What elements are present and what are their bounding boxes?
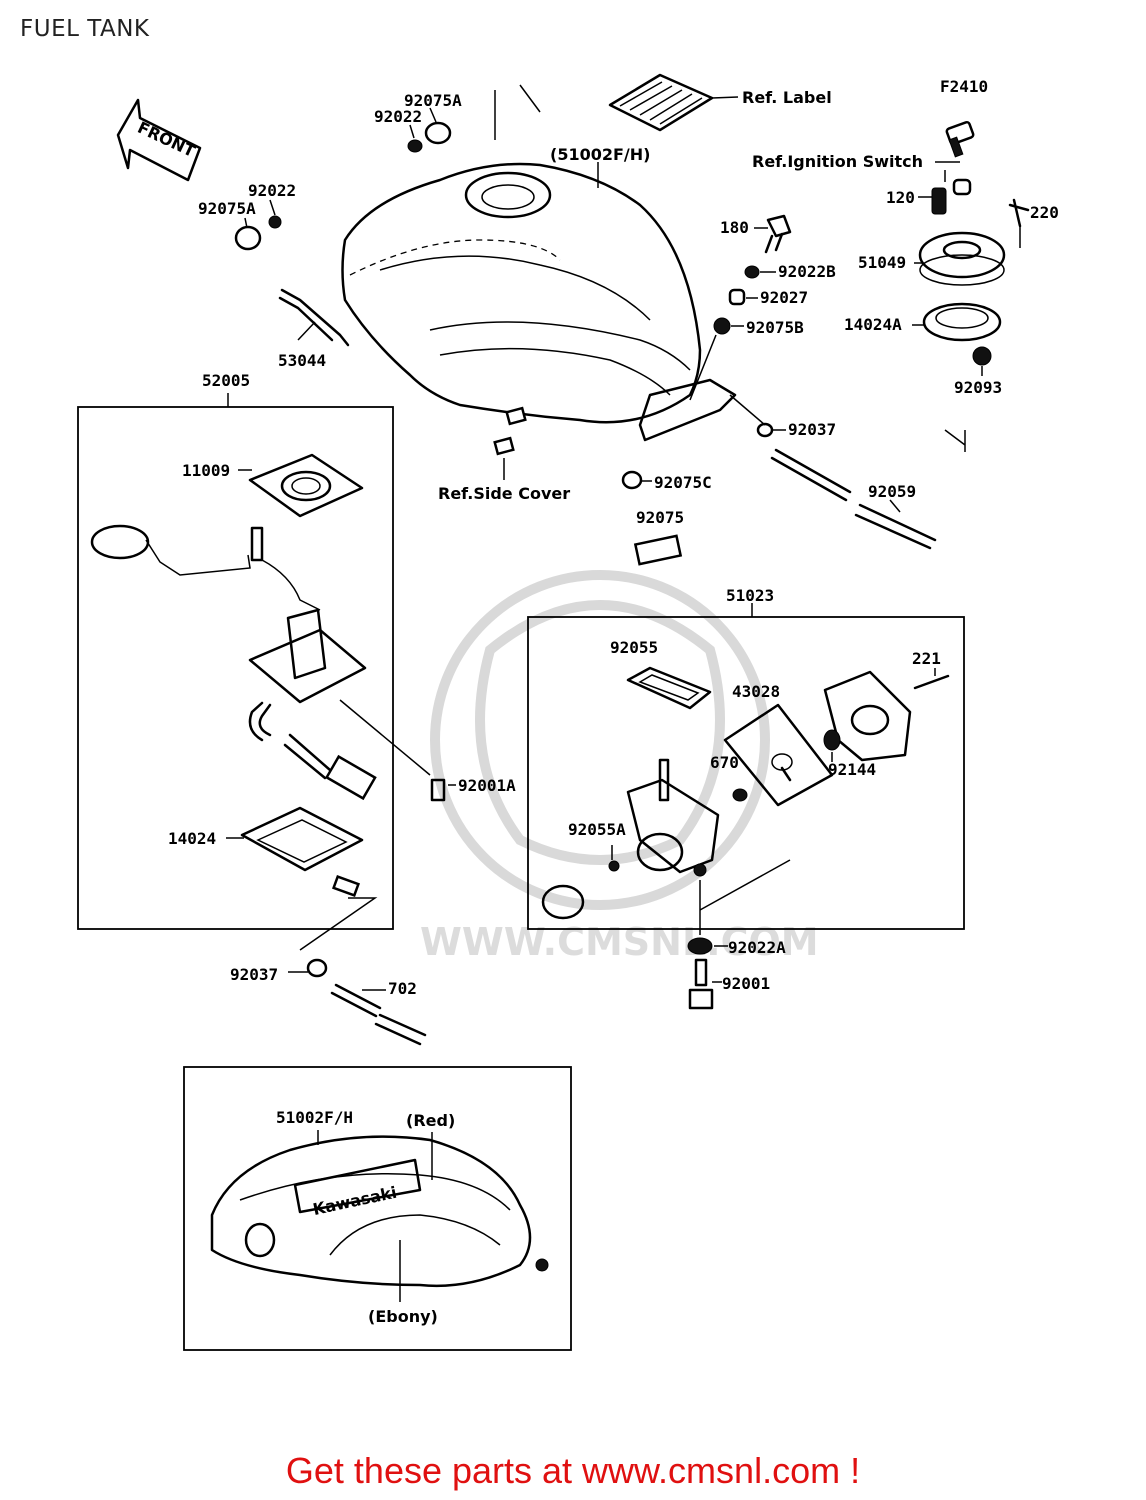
label-92055: 92055 (610, 638, 658, 657)
box-51023 (527, 616, 965, 930)
label-ref-ignition-switch: Ref.Ignition Switch (752, 152, 923, 171)
gasket-14024 (240, 806, 364, 898)
clamp-92037-top (756, 422, 774, 438)
o-ring-92055A (608, 860, 620, 872)
watermark-text: WWW.CMSNL.COM (420, 920, 819, 964)
plate-11009 (248, 453, 364, 518)
label-92037-top: 92037 (788, 420, 836, 439)
label-92075B: 92075B (746, 318, 804, 337)
label-221: 221 (912, 649, 941, 668)
label-92055A: 92055A (568, 820, 626, 839)
footer-link-text[interactable]: Get these parts at www.cmsnl.com ! (285, 1450, 861, 1491)
screw-120 (931, 187, 947, 215)
inset-box (183, 1066, 572, 1351)
label-11009: 11009 (182, 461, 230, 480)
label-92027: 92027 (760, 288, 808, 307)
page-title: FUEL TANK (20, 16, 150, 42)
gasket-14024A (922, 302, 1002, 342)
front-arrow: FRONT (116, 98, 202, 182)
nut-92093 (972, 346, 992, 366)
screw-221 (913, 674, 950, 690)
label-220: 220 (1030, 203, 1059, 222)
label-92144: 92144 (828, 760, 876, 779)
diagram-code: F2410 (940, 77, 988, 96)
label-92093: 92093 (954, 378, 1002, 397)
clamp-92037-bottom (306, 958, 328, 978)
label-14024: 14024 (168, 829, 216, 848)
label-14024A: 14024A (844, 315, 902, 334)
screw-92001A (430, 778, 446, 802)
label-inset-ebony: (Ebony) (368, 1307, 438, 1326)
front-arrow-label: FRONT (135, 118, 199, 161)
label-52005: 52005 (202, 371, 250, 390)
label-92001A: 92001A (458, 776, 516, 795)
label-92022A: 92022A (728, 938, 786, 957)
label-92059: 92059 (868, 482, 916, 501)
label-51002F-H: (51002F/H) (550, 145, 650, 164)
gasket-92055 (626, 666, 712, 710)
hose-short (770, 448, 852, 502)
fuel-tank-diagram: WWW.CMSNL.COM FRONT F2410 Ref. Label 920… (77, 73, 1059, 1351)
label-51023: 51023 (726, 586, 774, 605)
ignition-key (945, 120, 975, 158)
label-92037-bottom: 92037 (230, 965, 278, 984)
bolt-180 (713, 214, 792, 335)
washer-92022A (687, 937, 713, 955)
bolt-92001 (688, 958, 714, 1010)
hose-702 (330, 983, 427, 1046)
fuel-tap-body (541, 758, 720, 920)
side-cover-clip (493, 436, 515, 456)
grommet-92075A-left (234, 215, 282, 251)
label-120: 120 (886, 188, 915, 207)
label-92075: 92075 (636, 508, 684, 527)
label-92022-top: 92022 (374, 107, 422, 126)
label-92075C: 92075C (654, 473, 712, 492)
grommet-92075C (621, 470, 643, 490)
label-92075A-top: 92075A (404, 91, 462, 110)
ref-label-text: Ref. Label (742, 88, 832, 107)
inset-brand-label: Kawasaki (311, 1183, 398, 1219)
screw-220 (1008, 198, 1030, 228)
hose-92059 (854, 503, 937, 550)
label-ref-side-cover: Ref.Side Cover (438, 484, 570, 503)
box-52005 (77, 406, 394, 930)
pad-92075 (633, 534, 683, 566)
label-43028: 43028 (732, 682, 780, 701)
ref-label-sticker: Ref. Label (608, 73, 832, 132)
label-92001: 92001 (722, 974, 770, 993)
grommet-92075A-top (407, 121, 452, 153)
label-92022B: 92022B (778, 262, 836, 281)
label-53044: 53044 (278, 351, 326, 370)
label-92022-left: 92022 (248, 181, 296, 200)
label-inset-51002F-H: 51002F/H (276, 1108, 353, 1127)
label-702: 702 (388, 979, 417, 998)
label-670: 670 (710, 753, 739, 772)
label-92075A-left: 92075A (198, 199, 256, 218)
label-inset-red: (Red) (406, 1111, 455, 1130)
watermark: WWW.CMSNL.COM (420, 570, 819, 964)
fuel-gauge-sender (90, 524, 377, 801)
inset-fuel-tank (210, 1135, 549, 1288)
o-ring-670 (732, 788, 748, 802)
label-51049: 51049 (858, 253, 906, 272)
cap-51049 (918, 231, 1006, 286)
label-180: 180 (720, 218, 749, 237)
plate-43028 (723, 703, 834, 807)
fuel-tank (341, 84, 737, 442)
cover-plate (823, 670, 912, 762)
